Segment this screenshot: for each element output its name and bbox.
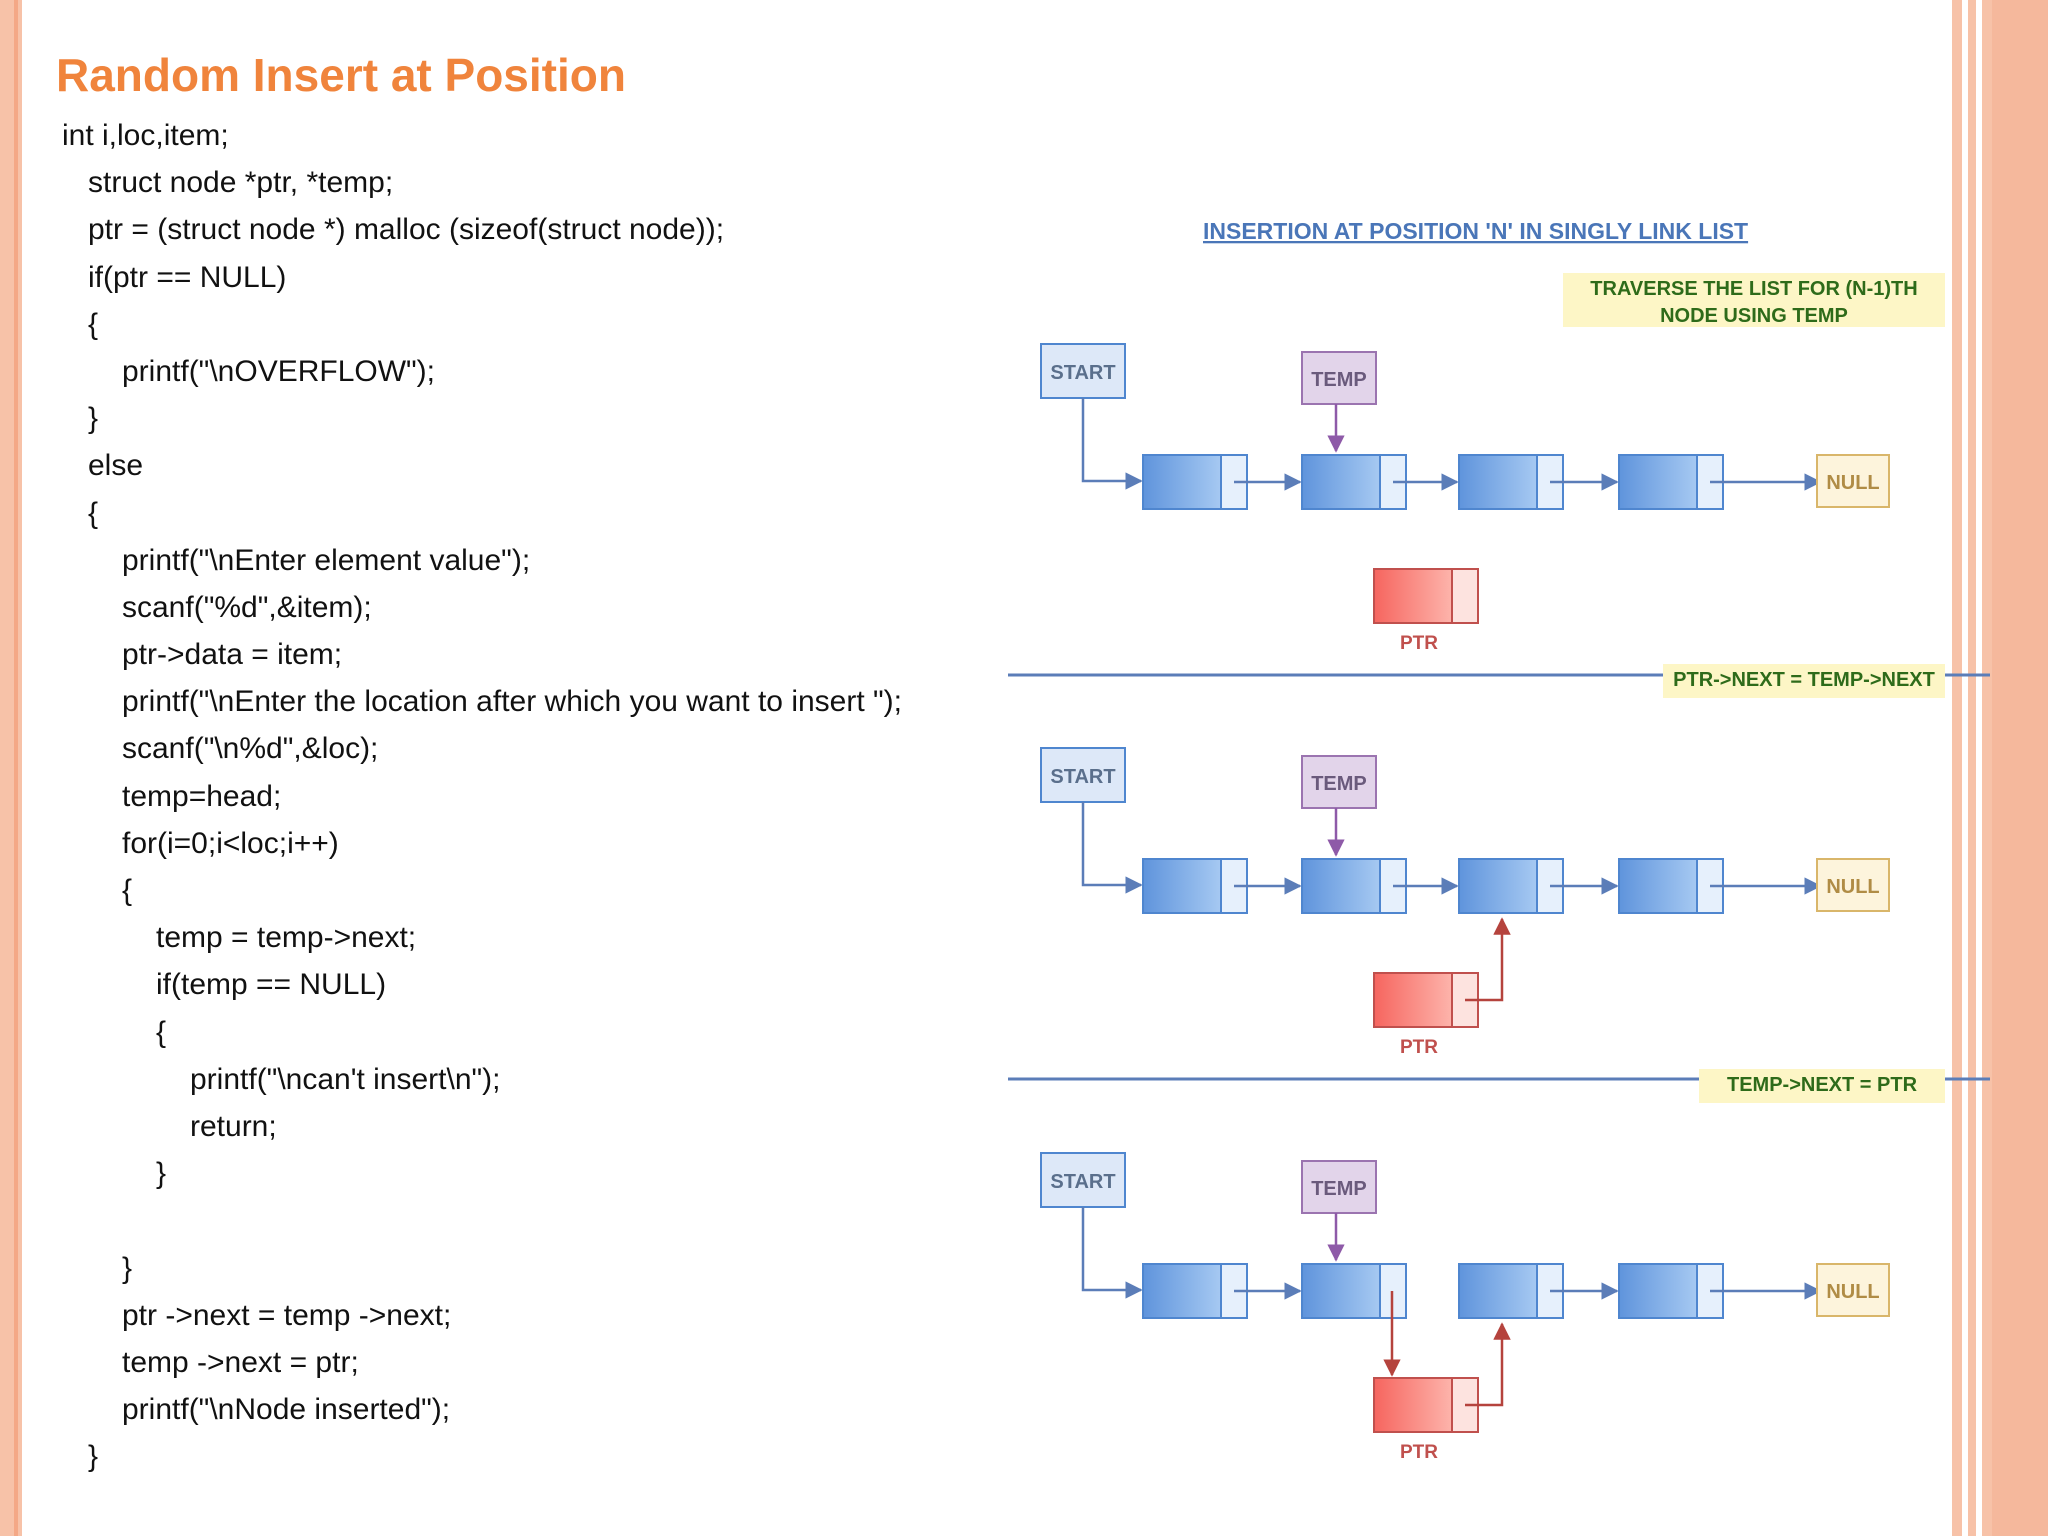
step-text: PTR->NEXT = TEMP->NEXT bbox=[1673, 669, 1935, 691]
code-line: printf("\nEnter element value"); bbox=[122, 543, 531, 577]
step-text: NODE USING TEMP bbox=[1660, 305, 1848, 327]
list-node bbox=[1142, 454, 1248, 510]
ptr-label: PTR bbox=[1400, 1442, 1438, 1463]
list-node bbox=[1458, 858, 1564, 914]
step-text: TEMP->NEXT = PTR bbox=[1727, 1074, 1918, 1096]
temp-box bbox=[1301, 755, 1377, 809]
null-label: NULL bbox=[1826, 472, 1879, 494]
ptr-node bbox=[1373, 972, 1479, 1028]
ptr-node bbox=[1373, 568, 1479, 624]
code-line: ptr->data = item; bbox=[122, 638, 343, 672]
code-line: } bbox=[88, 1440, 99, 1474]
code-line: scanf("\n%d",&loc); bbox=[122, 732, 379, 766]
list-node bbox=[1301, 454, 1407, 510]
list-node bbox=[1618, 454, 1724, 510]
list-node bbox=[1618, 1263, 1724, 1319]
list-node bbox=[1458, 1263, 1564, 1319]
code-line: } bbox=[88, 402, 99, 436]
temp-label: TEMP bbox=[1311, 773, 1367, 795]
linked-list-diagram: INSERTION AT POSITION 'N' IN SINGLY LINK… bbox=[1000, 215, 1990, 1515]
list-node bbox=[1142, 858, 1248, 914]
code-line: for(i=0;i<loc;i++) bbox=[122, 826, 339, 860]
list-node bbox=[1618, 858, 1724, 914]
code-line: return; bbox=[190, 1109, 277, 1143]
start-arrow bbox=[1081, 802, 1143, 894]
code-line: if(temp == NULL) bbox=[156, 968, 387, 1002]
code-line: temp=head; bbox=[122, 779, 282, 813]
list-node bbox=[1301, 858, 1407, 914]
start-label: START bbox=[1050, 1171, 1115, 1193]
ptr-label: PTR bbox=[1400, 633, 1438, 654]
code-line: scanf("%d",&item); bbox=[122, 590, 372, 624]
code-line: temp ->next = ptr; bbox=[122, 1345, 359, 1379]
code-line: } bbox=[122, 1251, 133, 1285]
list-node bbox=[1301, 1263, 1407, 1319]
temp-label: TEMP bbox=[1311, 1178, 1367, 1200]
list-node bbox=[1142, 1263, 1248, 1319]
slide-title: Random Insert at Position bbox=[56, 49, 626, 101]
code-line: } bbox=[156, 1157, 167, 1191]
diagram-title: INSERTION AT POSITION 'N' IN SINGLY LINK… bbox=[1203, 218, 1748, 244]
code-line: { bbox=[88, 496, 99, 530]
code-line: printf("\ncan't insert\n"); bbox=[190, 1062, 501, 1096]
diagram-panel: TRAVERSE THE LIST FOR (N-1)TH NODE USING … bbox=[1008, 273, 1990, 677]
diagram-svg: INSERTION AT POSITION 'N' IN SINGLY LINK… bbox=[1008, 218, 1990, 1463]
start-label: START bbox=[1050, 766, 1115, 788]
start-label: START bbox=[1050, 362, 1115, 384]
null-box bbox=[1816, 454, 1890, 508]
step-box bbox=[1699, 1069, 1945, 1103]
temp-box bbox=[1301, 1160, 1377, 1214]
code-line: { bbox=[122, 874, 133, 907]
code-line: printf("\nEnter the location after which… bbox=[122, 685, 902, 719]
ptr-next-arrow bbox=[1465, 1322, 1511, 1407]
diagram-panel: PTR->NEXT = TEMP->NEXT START TEMP NULL PTR bbox=[1008, 664, 1990, 1081]
ptr-next-arrow bbox=[1465, 917, 1511, 1002]
null-label: NULL bbox=[1826, 876, 1879, 898]
code-line: else bbox=[88, 449, 144, 483]
code-line: struct node *ptr, *temp; bbox=[88, 166, 394, 200]
start-box bbox=[1040, 1152, 1126, 1208]
null-box bbox=[1816, 1263, 1890, 1317]
code-line: { bbox=[88, 307, 99, 341]
code-line bbox=[62, 1197, 902, 1244]
code-line: printf("\nOVERFLOW"); bbox=[122, 354, 436, 388]
ptr-label: PTR bbox=[1400, 1037, 1438, 1058]
right-accent-stripes bbox=[1952, 0, 2048, 1536]
null-label: NULL bbox=[1826, 1281, 1879, 1303]
list-node bbox=[1458, 454, 1564, 510]
temp-box bbox=[1301, 351, 1377, 405]
code-line: int i,loc,item; bbox=[62, 119, 229, 152]
start-arrow bbox=[1081, 1207, 1143, 1299]
code-listing: int i,loc,item; struct node *ptr, *temp; p… bbox=[62, 112, 902, 1480]
left-accent-stripe bbox=[0, 0, 22, 1536]
start-arrow bbox=[1081, 398, 1143, 490]
step-box bbox=[1663, 664, 1945, 698]
code-line: ptr ->next = temp ->next; bbox=[122, 1298, 452, 1332]
code-line: if(ptr == NULL) bbox=[88, 260, 287, 294]
diagram-panel: TEMP->NEXT = PTR START TEMP NULL PTR bbox=[1040, 1069, 1945, 1463]
code-line: { bbox=[156, 1015, 167, 1049]
step-text: TRAVERSE THE LIST FOR (N-1)TH bbox=[1590, 278, 1917, 300]
left-accent-line bbox=[14, 0, 18, 1536]
null-box bbox=[1816, 858, 1890, 912]
code-line: temp = temp->next; bbox=[156, 921, 417, 955]
ptr-node bbox=[1373, 1377, 1479, 1433]
code-line: printf("\nNode inserted"); bbox=[122, 1393, 451, 1427]
step-box bbox=[1563, 273, 1945, 327]
temp-label: TEMP bbox=[1311, 369, 1367, 391]
code-line: ptr = (struct node *) malloc (sizeof(str… bbox=[88, 213, 725, 247]
